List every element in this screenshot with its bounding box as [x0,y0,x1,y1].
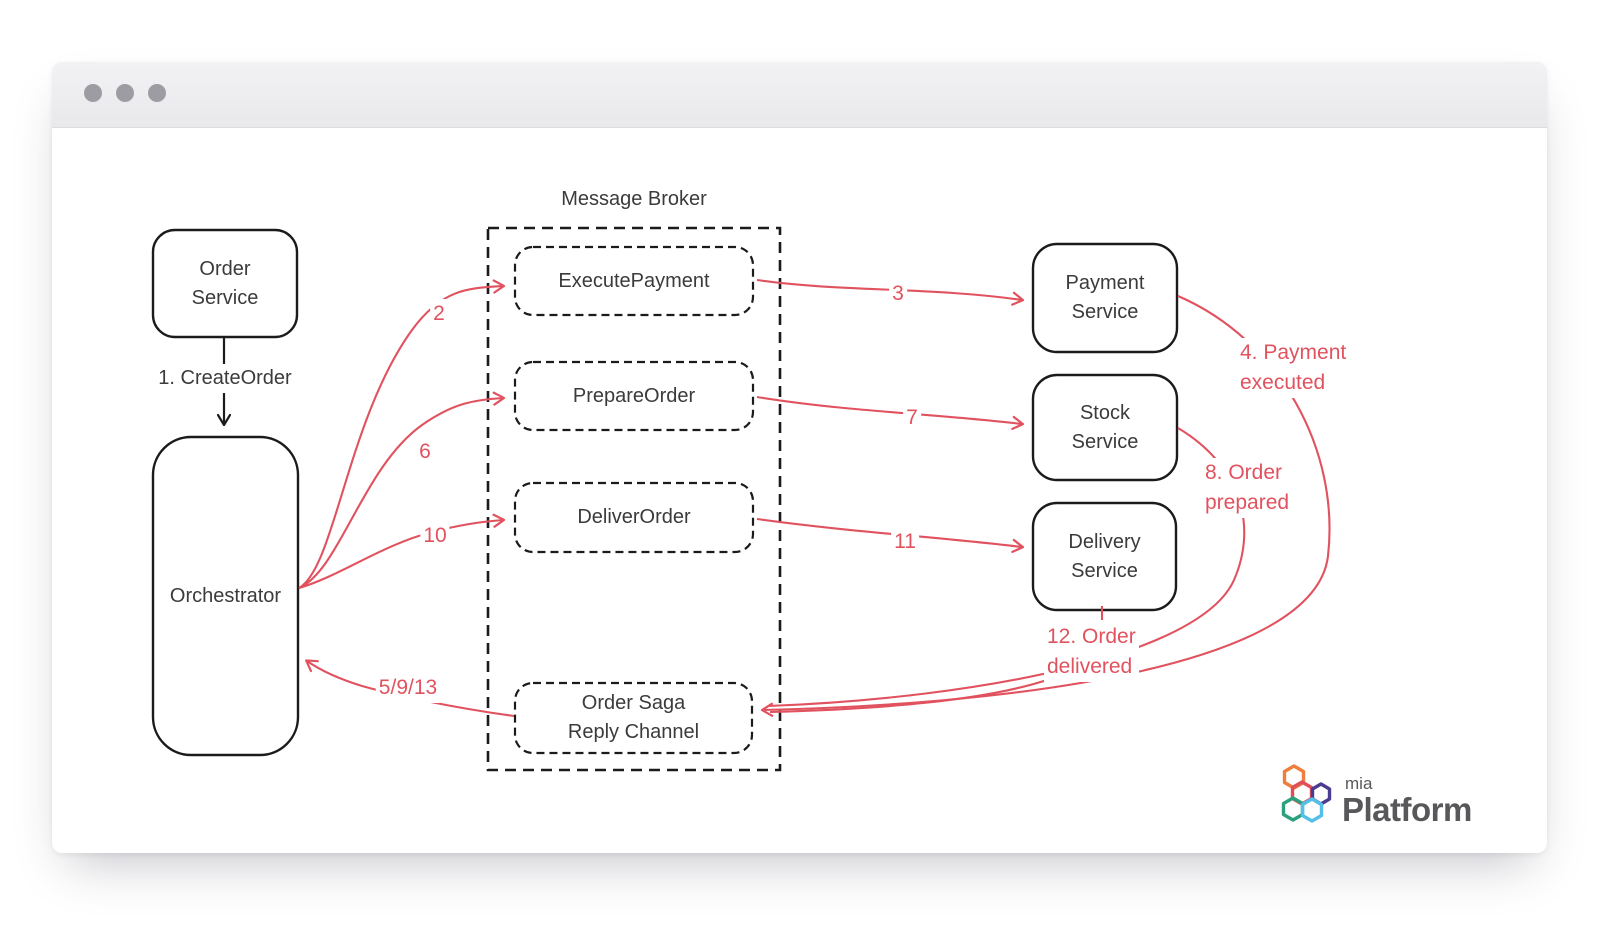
mia-platform-logo: mia Platform [1281,763,1472,827]
message-broker-title: Message Broker [561,188,707,210]
execute-payment-label: ExecutePayment [558,269,710,292]
payment-executed-label: 4. Payment executed [1237,338,1350,398]
order-service-label: Order Service [191,257,259,309]
window-control-dot [116,84,134,102]
step-7-label: 7 [903,403,921,433]
delivery-service-label: Delivery Service [1068,530,1141,582]
order-delivered-label: 12. Order delivered [1044,622,1139,682]
payment-service-label: Payment Service [1065,272,1145,323]
window-control-dot [84,84,102,102]
order-prepared-label: 8. Order prepared [1202,458,1293,518]
browser-titlebar [52,62,1547,128]
reply-channel-label: Order Saga Reply Channel [567,692,700,743]
step-11-label: 11 [891,527,919,557]
step-10-label: 10 [420,521,450,551]
mia-platform-hexagons-icon [1281,764,1332,823]
stock-service-label: Stock Service [1071,401,1139,453]
logo-platform-text: Platform [1342,791,1472,828]
create-order-label: 1. CreateOrder [153,364,297,392]
deliver-order-label: DeliverOrder [577,506,691,528]
step-3-label: 3 [889,279,907,309]
step-6-label: 6 [416,437,434,467]
replies-label: 5/9/13 [375,673,441,703]
step-2-label: 2 [430,299,448,329]
logo-mia-text: mia [1345,774,1373,793]
window-control-dot [148,84,166,102]
orchestrator-label: Orchestrator [169,584,282,607]
prepare-order-label: PrepareOrder [572,384,696,407]
